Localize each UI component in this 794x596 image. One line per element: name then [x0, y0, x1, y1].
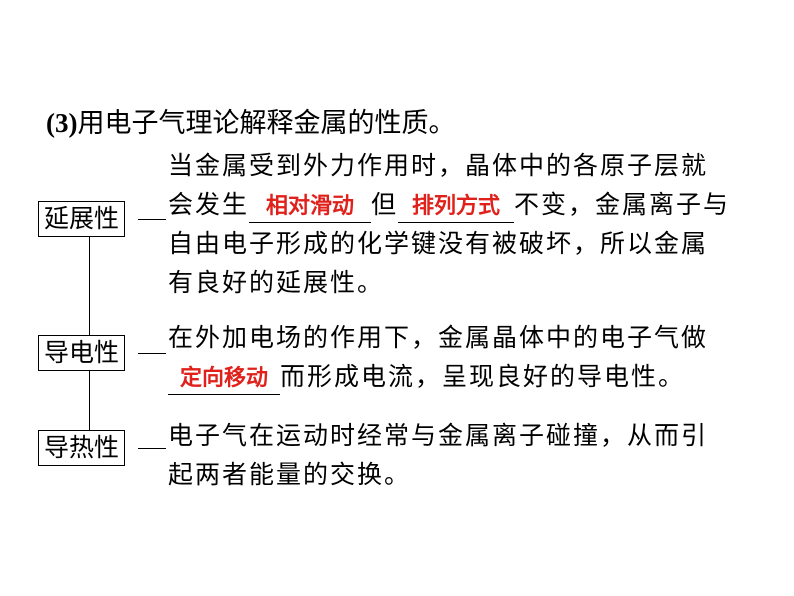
answer-directional-move: 定向移动 [179, 366, 268, 391]
conductivity-line-1: 在外加电场的作用下，金属晶体中的电子气做 [168, 323, 709, 352]
label-thermal-dash [138, 448, 166, 449]
ductility-line-3: 自由电子形成的化学键没有被破坏，所以金属 [168, 229, 709, 258]
conductivity-line-2-after: 而形成电流，呈现良好的导电性。 [280, 362, 686, 391]
ductility-line-2-after: 不变，金属离子与 [514, 190, 731, 219]
label-ductility-dash [138, 219, 166, 220]
ductility-paragraph: 当金属受到外力作用时，晶体中的各原子层就 会发生相对滑动但排列方式不变，金属离子… [168, 146, 730, 302]
ductility-line-2-middle: 但 [371, 190, 399, 219]
ductility-line-1: 当金属受到外力作用时，晶体中的各原子层就 [168, 151, 709, 180]
answer-blank-3: 定向移动 [168, 362, 280, 395]
label-thermal: 导热性 [38, 430, 126, 466]
label-thermal-text: 导热性 [44, 433, 120, 462]
section-number: (3) [46, 108, 78, 138]
answer-blank-1: 相对滑动 [249, 190, 372, 223]
ductility-line-2-before: 会发生 [168, 190, 250, 219]
connector-line-1 [89, 236, 90, 336]
label-ductility: 延展性 [38, 201, 126, 237]
answer-blank-2: 排列方式 [398, 190, 515, 223]
section-title: (3)用电子气理论解释金属的性质。 [46, 103, 455, 144]
thermal-line-2: 起两者能量的交换。 [168, 460, 412, 489]
label-conductivity-text: 导电性 [44, 338, 120, 367]
label-ductility-text: 延展性 [44, 204, 120, 233]
thermal-line-1: 电子气在运动时经常与金属离子碰撞，从而引 [168, 421, 709, 450]
thermal-paragraph: 电子气在运动时经常与金属离子碰撞，从而引 起两者能量的交换。 [168, 416, 708, 494]
label-conductivity: 导电性 [38, 335, 126, 371]
answer-arrangement: 排列方式 [412, 194, 501, 219]
label-conductivity-dash [138, 353, 166, 354]
answer-relative-sliding: 相对滑动 [266, 194, 355, 219]
conductivity-paragraph: 在外加电场的作用下，金属晶体中的电子气做 定向移动而形成电流，呈现良好的导电性。 [168, 318, 708, 396]
section-heading: 用电子气理论解释金属的性质。 [77, 108, 456, 139]
ductility-line-4: 有良好的延展性。 [168, 268, 385, 297]
ductility-line-2: 会发生相对滑动但排列方式不变，金属离子与 [168, 185, 730, 224]
conductivity-line-2: 定向移动而形成电流，呈现良好的导电性。 [168, 357, 708, 396]
connector-line-2 [89, 370, 90, 430]
